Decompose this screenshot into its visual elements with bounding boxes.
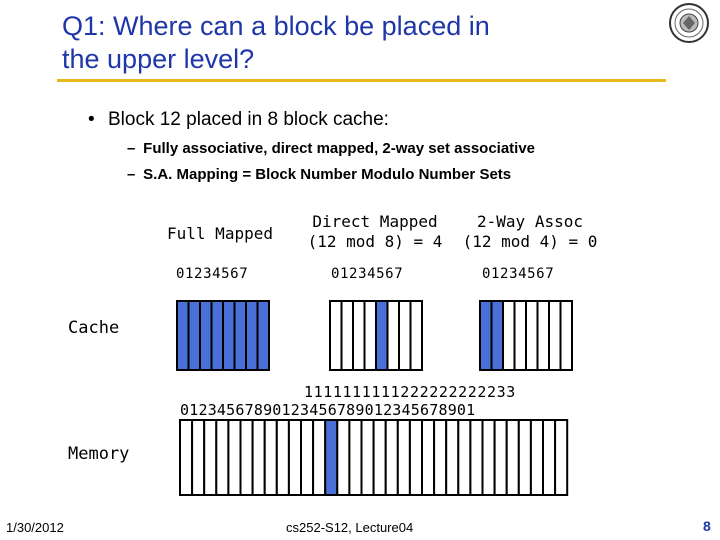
memory-block (300, 419, 315, 496)
cache-block (210, 300, 224, 371)
memory-block (517, 419, 532, 496)
memory-index-tens: 1111111111222222222233 (304, 383, 516, 401)
memory-block (493, 419, 508, 496)
memory-block (469, 419, 484, 496)
memory-block (191, 419, 206, 496)
sub-bullet-text: S.A. Mapping = Block Number Modulo Numbe… (143, 166, 512, 183)
memory-block (275, 419, 290, 496)
memory-block (336, 419, 351, 496)
cache-block (340, 300, 354, 371)
cache-block (386, 300, 400, 371)
cache-block (559, 300, 573, 371)
memory-block (203, 419, 218, 496)
university-seal-icon (669, 3, 709, 43)
footer-date: 1/30/2012 (6, 520, 64, 535)
memory-block (396, 419, 411, 496)
cache-block (222, 300, 236, 371)
memory-block (287, 419, 302, 496)
memory-block (421, 419, 436, 496)
col-heading-two-way: 2-Way Assoc (12 mod 4) = 0 (462, 212, 598, 251)
dash-marker: – (127, 140, 136, 157)
slide-title: Q1: Where can a block be placed in the u… (62, 11, 490, 74)
cache-block (176, 300, 190, 371)
cache-block (536, 300, 550, 371)
memory-block (445, 419, 460, 496)
bullet-dot: • (88, 109, 95, 130)
cache-index-digits-two-way: 01234567 (482, 266, 555, 282)
col-heading-full-mapped: Full Mapped (167, 224, 273, 243)
memory-block (554, 419, 569, 496)
memory-block (179, 419, 194, 496)
cache-index-digits-full: 01234567 (176, 266, 249, 282)
memory-block (239, 419, 254, 496)
cache-two-way (479, 300, 573, 371)
dash-marker: – (127, 166, 136, 183)
cache-block (233, 300, 247, 371)
cache-block (352, 300, 366, 371)
memory-block (408, 419, 423, 496)
cache-block (513, 300, 527, 371)
memory-index-ones: 01234567890123456789012345678901 (180, 401, 476, 419)
bullet-text: Block 12 placed in 8 block cache: (108, 109, 389, 130)
cache-block (329, 300, 343, 371)
memory-block (384, 419, 399, 496)
memory-block (227, 419, 242, 496)
cache-block (398, 300, 412, 371)
memory-block (251, 419, 266, 496)
footer-lecture: cs252-S12, Lecture04 (286, 520, 414, 535)
footer-page-number: 8 (703, 518, 711, 534)
title-underline (57, 79, 666, 82)
col-heading-direct-mapped: Direct Mapped (12 mod 8) = 4 (307, 212, 443, 251)
memory-blocks (179, 419, 569, 496)
memory-block (529, 419, 545, 496)
memory-block (372, 419, 387, 496)
memory-block (263, 419, 278, 496)
cache-block (245, 300, 259, 371)
cache-index-digits-direct: 01234567 (331, 266, 404, 282)
memory-block (324, 419, 339, 496)
cache-label: Cache (68, 318, 120, 338)
memory-block (505, 419, 520, 496)
memory-block (481, 419, 496, 496)
sub-bullet-text: Fully associative, direct mapped, 2-way … (143, 140, 536, 157)
cache-block (548, 300, 562, 371)
memory-block (433, 419, 448, 496)
cache-block (256, 300, 270, 371)
cache-direct-mapped (329, 300, 423, 371)
cache-block (199, 300, 213, 371)
memory-block (312, 419, 327, 496)
memory-label: Memory (68, 444, 130, 464)
memory-block (348, 419, 363, 496)
cache-block (525, 300, 539, 371)
cache-block (490, 300, 504, 371)
main-bullet: • Block 12 placed in 8 block cache: (88, 109, 389, 131)
memory-block (542, 419, 557, 496)
memory-block (457, 419, 472, 496)
cache-block (187, 300, 201, 371)
cache-block (502, 300, 516, 371)
cache-full-mapped (176, 300, 270, 371)
cache-block (409, 300, 423, 371)
sub-bullet-2: – S.A. Mapping = Block Number Modulo Num… (127, 166, 511, 183)
cache-block (479, 300, 493, 371)
sub-bullet-1: – Fully associative, direct mapped, 2-wa… (127, 140, 535, 157)
cache-block (363, 300, 377, 371)
cache-block (375, 300, 389, 371)
memory-block (360, 419, 375, 496)
memory-block (215, 419, 230, 496)
